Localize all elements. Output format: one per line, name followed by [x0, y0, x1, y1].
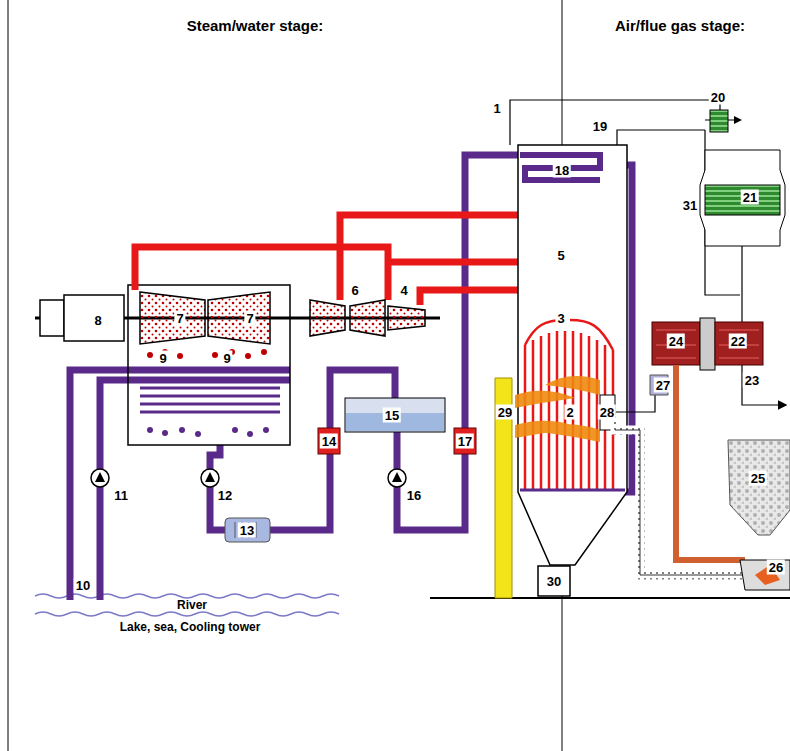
- callout-number: 19: [591, 119, 609, 134]
- callout-number: 28: [598, 405, 616, 420]
- callout-number: 4: [398, 283, 409, 298]
- section-heading: Air/flue gas stage:: [615, 18, 745, 33]
- callout-number: 23: [743, 373, 761, 388]
- section-heading: Steam/water stage:: [187, 18, 324, 33]
- callout-number: 7: [174, 311, 185, 326]
- callout-number: 12: [216, 488, 234, 503]
- callout-number: 25: [749, 471, 767, 486]
- water-label: River: [177, 599, 207, 611]
- callout-number: 30: [545, 574, 563, 589]
- callout-number: 31: [681, 198, 699, 213]
- callout-number: 18: [553, 163, 571, 178]
- callout-number: 27: [654, 378, 672, 393]
- callout-number: 21: [741, 190, 759, 205]
- callout-number: 17: [456, 434, 474, 449]
- callout-number: 9: [221, 351, 232, 366]
- callout-number: 1: [491, 101, 502, 116]
- callout-number: 24: [667, 334, 685, 349]
- callout-number: 2: [564, 405, 575, 420]
- callout-number: 6: [349, 283, 360, 298]
- water-label: Lake, sea, Cooling tower: [120, 621, 261, 633]
- callout-number: 9: [157, 351, 168, 366]
- callout-number: 5: [555, 248, 566, 263]
- callout-number: 7: [244, 311, 255, 326]
- callout-number: 16: [405, 488, 423, 503]
- callout-number: 29: [496, 405, 514, 420]
- callout-number: 13: [238, 523, 256, 538]
- callout-number: 26: [767, 560, 785, 575]
- callout-number: 8: [92, 313, 103, 328]
- callout-number: 14: [320, 434, 338, 449]
- callout-number: 10: [74, 578, 92, 593]
- callout-number: 3: [555, 311, 566, 326]
- callout-number: 20: [709, 90, 727, 105]
- callout-number: 15: [383, 408, 401, 423]
- callout-number: 22: [729, 334, 747, 349]
- callout-number: 11: [112, 488, 130, 503]
